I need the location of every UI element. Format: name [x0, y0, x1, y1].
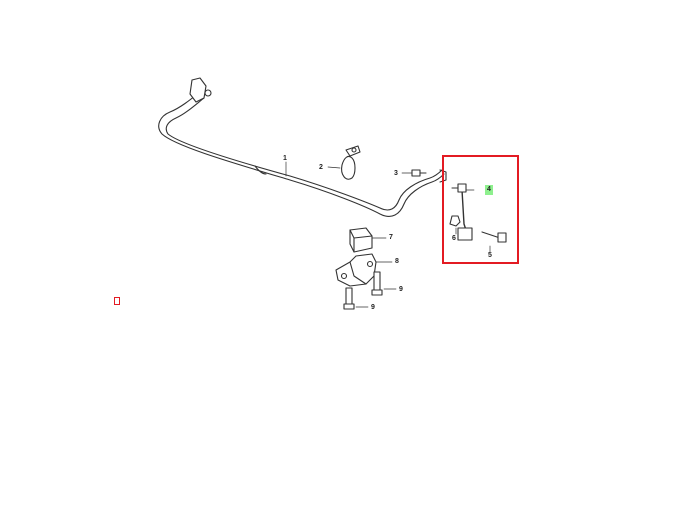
link-bolt[interactable]	[481, 231, 507, 243]
small-bolt[interactable]	[411, 169, 427, 177]
mount-bolt-b[interactable]	[343, 287, 355, 310]
callout-8[interactable]: 8	[395, 258, 399, 265]
callout-4[interactable]: 4	[485, 185, 493, 195]
bracket-clip[interactable]	[341, 145, 361, 180]
leader-lines	[285, 161, 491, 308]
mount-bolt-a[interactable]	[371, 271, 383, 296]
callout-9-lower[interactable]: 9	[371, 304, 375, 311]
callout-3[interactable]: 3	[394, 170, 398, 177]
stabilizer-link[interactable]	[451, 183, 473, 241]
callout-6[interactable]: 6	[452, 235, 456, 242]
callout-2[interactable]: 2	[319, 164, 323, 171]
callout-5[interactable]: 5	[488, 252, 492, 259]
link-nut[interactable]	[449, 215, 461, 227]
bushing[interactable]	[349, 227, 373, 253]
stabilizer-bar[interactable]	[158, 77, 447, 217]
callout-1[interactable]: 1	[283, 155, 287, 162]
callout-7[interactable]: 7	[389, 234, 393, 241]
bushing-bracket[interactable]	[335, 253, 377, 287]
hotspot-marker[interactable]	[114, 297, 120, 305]
callout-9-upper[interactable]: 9	[399, 286, 403, 293]
selected-part-highlight-box	[442, 155, 519, 264]
